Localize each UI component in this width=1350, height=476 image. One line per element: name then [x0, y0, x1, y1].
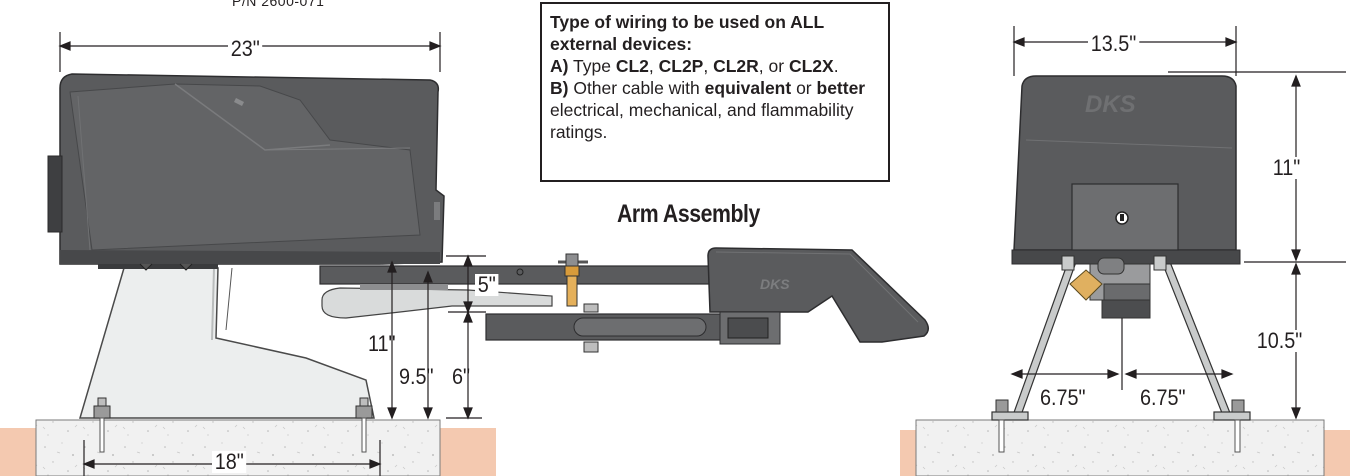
dim-front-housing-height: 11": [1270, 157, 1303, 179]
front-housing: [1013, 75, 1237, 251]
front-motor: [1061, 255, 1167, 319]
dim-front-base-height: 10.5": [1254, 330, 1305, 352]
front-logo: DKS: [1085, 91, 1136, 118]
part-number: P/N 2600-071: [232, 0, 325, 9]
brass-knob: [558, 253, 588, 307]
side-logo-mark: [234, 98, 244, 106]
dim-base-width: 18": [212, 451, 247, 473]
front-soil-left: [900, 430, 920, 476]
arm-assembly-title: Arm Assembly: [617, 200, 760, 228]
side-view: [0, 73, 496, 476]
front-dimension-lines: [1010, 26, 1346, 420]
dim-side-width: 23": [228, 38, 263, 60]
wiring-note-line-b: B) Other cable with equivalent or better…: [550, 78, 866, 142]
arm-housing: [707, 247, 929, 343]
dim-front-left-offset: 6.75": [1040, 385, 1086, 410]
dim-front-width: 13.5": [1088, 33, 1139, 55]
front-concrete-slab: [915, 419, 1325, 476]
dim-front-right-offset: 6.75": [1140, 385, 1186, 410]
front-view: DKS: [900, 75, 1350, 476]
arm-assembly: DKS: [319, 247, 929, 353]
pedestal: [78, 267, 375, 419]
wiring-note-box: Type of wiring to be used on ALL externa…: [540, 2, 890, 182]
dim-height-total: 11": [368, 331, 396, 356]
upper-arm-bar: [319, 265, 713, 285]
front-anchor-left: [995, 399, 1009, 453]
wiring-note-line-a: A) Type CL2, CL2P, CL2R, or CL2X.: [550, 56, 839, 76]
wiring-note-title: Type of wiring to be used on ALL externa…: [550, 12, 824, 54]
front-soil-right: [1320, 430, 1350, 476]
front-legs: [991, 261, 1251, 421]
arm-logo: DKS: [760, 276, 790, 292]
anchor-bolt-left: [93, 397, 111, 453]
front-anchor-right: [1231, 399, 1245, 453]
dim-arm-gap: 5": [475, 274, 499, 296]
warning-tag: [1069, 269, 1103, 301]
dim-height-arm-top: 9.5": [399, 364, 434, 389]
soil-left: [0, 428, 38, 476]
dim-height-arm-lower: 6": [452, 364, 471, 389]
anchor-bolt-right: [355, 397, 373, 453]
soil-right: [440, 428, 496, 476]
